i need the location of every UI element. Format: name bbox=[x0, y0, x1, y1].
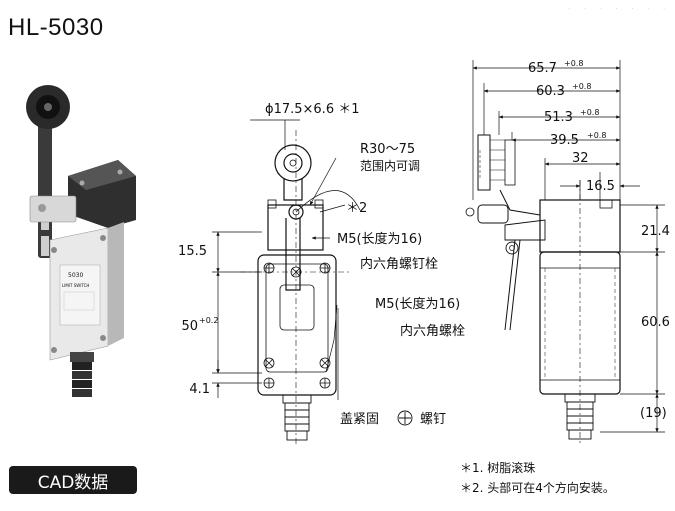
footnote-2: ＊2. 头部可在4个方向安装。 bbox=[460, 481, 615, 495]
dim-60-3-tol: +0.8 bbox=[572, 82, 591, 91]
star2-label: ＊2 bbox=[346, 201, 367, 216]
dim-51-3: 51.3 bbox=[544, 110, 573, 125]
dim-39-5: 39.5 bbox=[550, 133, 579, 148]
cover-text-a: 盖紧固 bbox=[340, 412, 379, 427]
product-photo: 5030 LIMIT SWITCH bbox=[26, 85, 136, 397]
front-dimensions bbox=[212, 119, 346, 400]
dim-60-3: 60.3 bbox=[536, 84, 565, 99]
dim-60-6: 60.6 bbox=[641, 315, 670, 330]
footnote-1: ＊1. 树脂滚珠 bbox=[460, 461, 536, 475]
cross-screw-icon bbox=[397, 410, 413, 426]
radius-label: R30～75 bbox=[360, 142, 415, 157]
product-title: HL-5030 bbox=[8, 14, 104, 41]
dim-15-5: 15.5 bbox=[178, 244, 207, 259]
m5-second-label: M5(长度为16) bbox=[375, 296, 460, 312]
photo-brand-label: 5030 bbox=[68, 272, 83, 279]
dim-65-7: 65.7 bbox=[528, 61, 557, 76]
dim-16-5: 16.5 bbox=[586, 179, 615, 194]
dim-39-5-tol: +0.8 bbox=[587, 131, 606, 140]
dim-4-1: 4.1 bbox=[189, 382, 210, 397]
cad-data-button[interactable]: CAD数据 bbox=[9, 466, 137, 494]
dim-65-7-tol: +0.8 bbox=[564, 59, 583, 68]
dim-32: 32 bbox=[572, 151, 589, 166]
dim-50-tol: +0.2 bbox=[199, 316, 218, 325]
radius-note: 范围内可调 bbox=[360, 159, 420, 173]
m5-first-label: M5(长度为16) bbox=[337, 231, 422, 247]
photo-sub-label: LIMIT SWITCH bbox=[62, 283, 89, 288]
dim-51-3-tol: +0.8 bbox=[580, 108, 599, 117]
corner-dots: · · · · · · · bbox=[568, 6, 671, 13]
roller-dimension-label: ϕ17.5×6.6 ＊1 bbox=[265, 102, 360, 117]
side-view bbox=[465, 134, 621, 445]
cover-text-b: 螺钉 bbox=[420, 412, 446, 427]
dim-50: 50 bbox=[181, 319, 198, 334]
dim-19: (19) bbox=[640, 406, 667, 421]
m5-first-note: 内六角螺钉栓 bbox=[360, 256, 438, 272]
dim-21-4: 21.4 bbox=[641, 224, 670, 239]
front-view bbox=[240, 130, 361, 445]
side-dimensions bbox=[472, 60, 665, 433]
m5-second-note: 内六角螺栓 bbox=[400, 323, 465, 339]
footnotes: ＊1. 树脂滚珠 ＊2. 头部可在4个方向安装。 bbox=[460, 458, 615, 498]
